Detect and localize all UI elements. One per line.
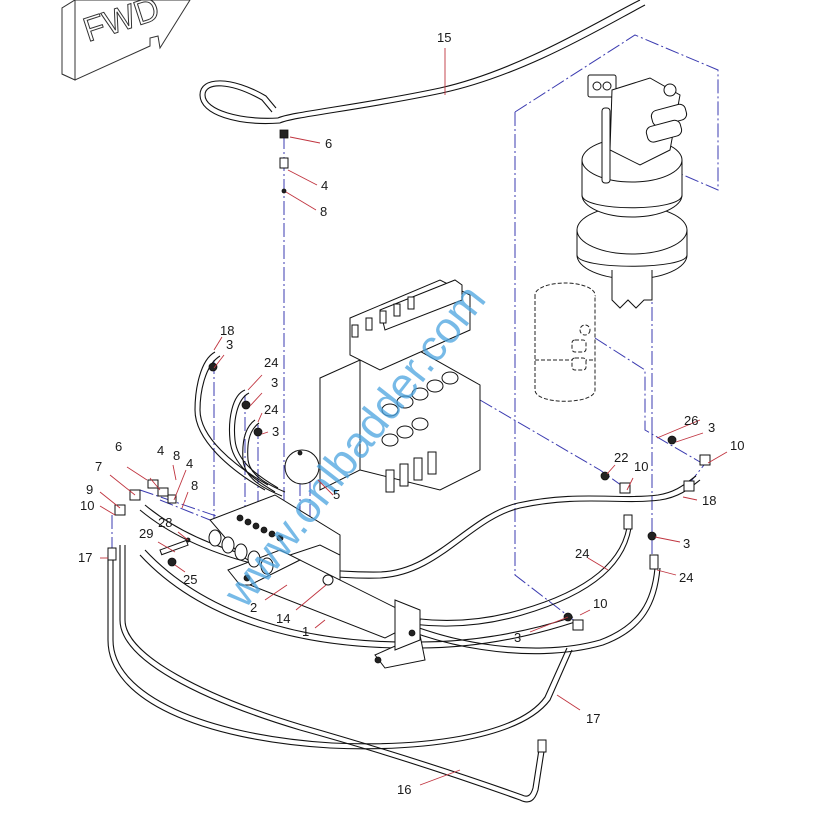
accumulator: [284, 449, 320, 485]
solenoid-cartridges: [645, 103, 688, 143]
callout-16: 16: [397, 782, 411, 797]
callout-22: 22: [614, 450, 628, 465]
callout-17: 17: [78, 550, 92, 565]
callout-4: 4: [186, 456, 193, 471]
hose-15: [199, 0, 646, 125]
callout-5: 5: [333, 487, 340, 502]
callout-24: 24: [679, 570, 693, 585]
callout-4: 4: [157, 443, 164, 458]
callout-8: 8: [173, 448, 180, 463]
callout-2: 2: [250, 600, 257, 615]
swivel-joint-phantom: [534, 282, 596, 402]
callout-3: 3: [226, 337, 233, 352]
hose-16: [119, 545, 546, 803]
manifold-side-fittings: [208, 529, 274, 575]
callout-4: 4: [321, 178, 328, 193]
callout-8: 8: [191, 478, 198, 493]
fwd-orientation-badge: FWD: [61, 0, 191, 81]
leader-lines: [99, 48, 728, 786]
callout-10: 10: [730, 438, 744, 453]
callout-6: 6: [115, 439, 122, 454]
callout-6: 6: [325, 136, 332, 151]
valve-spools: [385, 451, 437, 493]
callout-17: 17: [586, 711, 600, 726]
hose-18-left: [194, 351, 269, 491]
callout-labels: 15 6 4 8 18 3 24 3 24 3 6 4 8 4 7 8 9 10…: [78, 30, 744, 797]
callout-24: 24: [264, 402, 278, 417]
callout-29: 29: [139, 526, 153, 541]
callout-3: 3: [271, 375, 278, 390]
callout-24: 24: [575, 546, 589, 561]
callout-15: 15: [437, 30, 451, 45]
manifold-ports: [236, 514, 284, 542]
callout-3: 3: [272, 424, 279, 439]
hose-17: [107, 555, 573, 750]
callout-14: 14: [276, 611, 290, 626]
callout-8: 8: [320, 204, 327, 219]
callout-24: 24: [264, 355, 278, 370]
callout-25: 25: [183, 572, 197, 587]
callout-26: 26: [684, 413, 698, 428]
callout-28: 28: [158, 515, 172, 530]
callout-18: 18: [220, 323, 234, 338]
callout-18: 18: [702, 493, 716, 508]
manifold-assembly: [208, 494, 426, 669]
callout-3: 3: [708, 420, 715, 435]
callout-10: 10: [593, 596, 607, 611]
swing-motor: [576, 74, 688, 309]
callout-9: 9: [86, 482, 93, 497]
valve-top-fittings: [351, 296, 415, 338]
callout-3: 3: [683, 536, 690, 551]
main-control-valve: [319, 279, 481, 493]
callout-1: 1: [302, 624, 309, 639]
hose-24-far-right: [375, 567, 661, 655]
callout-10: 10: [80, 498, 94, 513]
hose-24-upper: [228, 389, 286, 497]
callout-7: 7: [95, 459, 102, 474]
valve-sections: [381, 371, 459, 447]
callout-10: 10: [634, 459, 648, 474]
callout-3: 3: [514, 630, 521, 645]
